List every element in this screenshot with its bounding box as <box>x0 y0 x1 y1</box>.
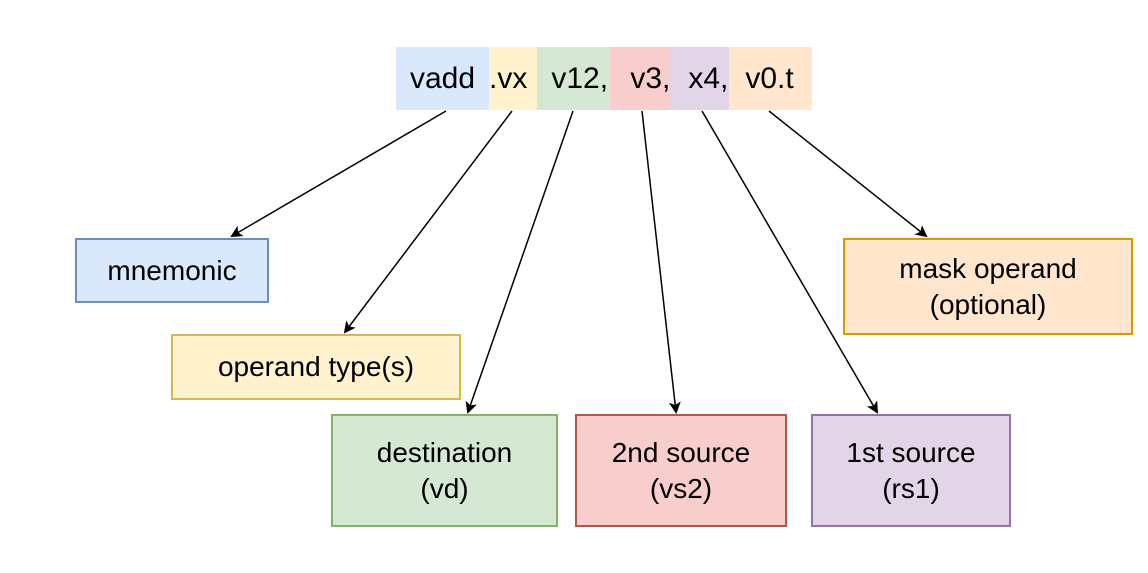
instruction-operand-type-segment: .vx <box>489 47 537 110</box>
destination-register-label: (vd) <box>420 472 469 504</box>
mask-operand-box: mask operand (optional) <box>843 238 1133 335</box>
arrow-to-source1 <box>701 110 879 414</box>
source2-label: 2nd source <box>611 436 751 468</box>
mask-optional-label: (optional) <box>929 288 1047 320</box>
arrow-to-mnemonic <box>230 110 447 238</box>
arrow-to-destination <box>465 110 574 414</box>
mask-operand-label: mask operand <box>899 252 1077 284</box>
mnemonic-label: mnemonic <box>107 254 237 286</box>
arrow-to-operand-type <box>343 110 513 334</box>
operand-type-box: operand type(s) <box>171 334 461 400</box>
source2-box: 2nd source (vs2) <box>575 414 787 527</box>
source1-box: 1st source (rs1) <box>811 414 1011 527</box>
arrow-to-source2 <box>641 110 681 414</box>
arrow-to-mask <box>768 110 928 238</box>
mnemonic-box: mnemonic <box>75 238 269 303</box>
operand-type-label: operand type(s) <box>217 351 415 382</box>
instruction-source2-segment: v3, <box>610 47 670 110</box>
source1-register-label: (rs1) <box>882 472 940 504</box>
destination-label: destination <box>376 436 513 468</box>
instruction-mnemonic-segment: vadd <box>396 47 489 110</box>
instruction-destination-segment: v12, <box>537 47 610 110</box>
destination-box: destination (vd) <box>331 414 558 527</box>
instruction-source1-segment: x4, <box>670 47 729 110</box>
instruction-mask-segment: v0.t <box>729 47 812 110</box>
source2-register-label: (vs2) <box>649 472 713 504</box>
source1-label: 1st source <box>846 436 976 468</box>
